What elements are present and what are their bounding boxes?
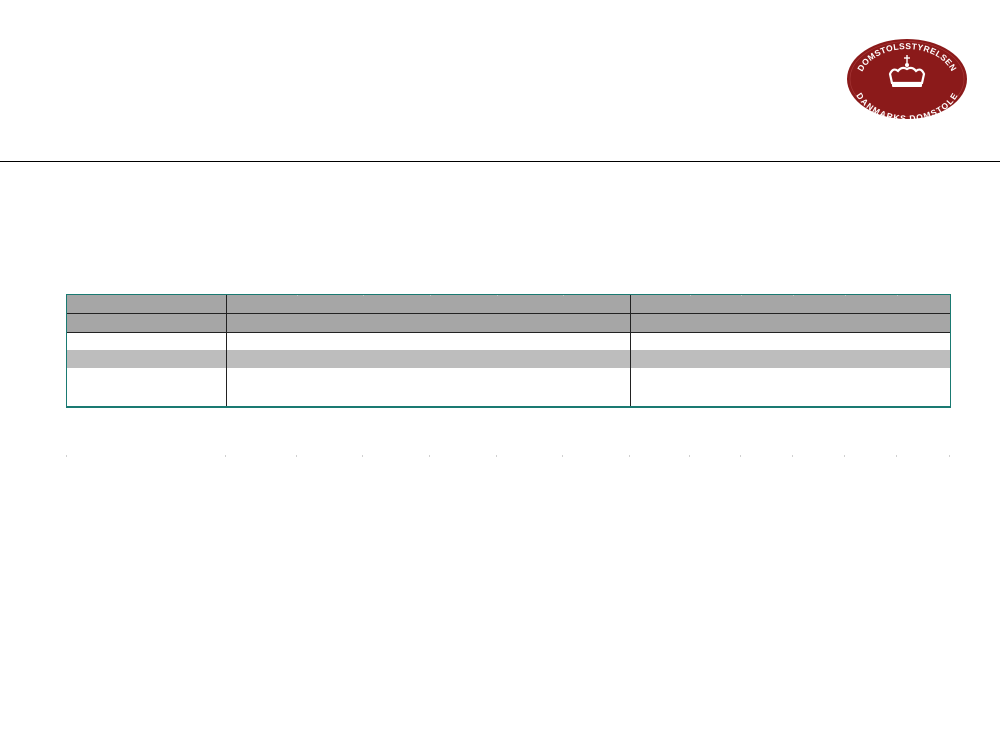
table-row bbox=[67, 333, 950, 350]
domstolsstyrelsen-logo-icon: DOMSTOLSSTYRELSEN DANMARKS DOMSTOLE bbox=[847, 39, 967, 120]
header-divider bbox=[0, 161, 1000, 162]
table-row bbox=[67, 350, 950, 368]
header-tick bbox=[497, 295, 498, 296]
header-tick bbox=[297, 295, 298, 296]
crown-icon bbox=[888, 55, 926, 87]
header-tick bbox=[741, 295, 742, 296]
header-tick bbox=[897, 295, 898, 296]
header-tick bbox=[845, 295, 846, 296]
column-divider bbox=[630, 295, 631, 406]
header-tick bbox=[563, 295, 564, 296]
header-tick bbox=[793, 295, 794, 296]
header-tick bbox=[430, 295, 431, 296]
header-tick bbox=[363, 295, 364, 296]
table-header-row bbox=[67, 295, 950, 314]
data-table bbox=[66, 294, 951, 408]
column-guide-ticks bbox=[66, 455, 951, 457]
table-subheader-row bbox=[67, 314, 950, 333]
column-divider bbox=[226, 295, 227, 406]
table-row bbox=[67, 368, 950, 406]
header-tick bbox=[690, 295, 691, 296]
